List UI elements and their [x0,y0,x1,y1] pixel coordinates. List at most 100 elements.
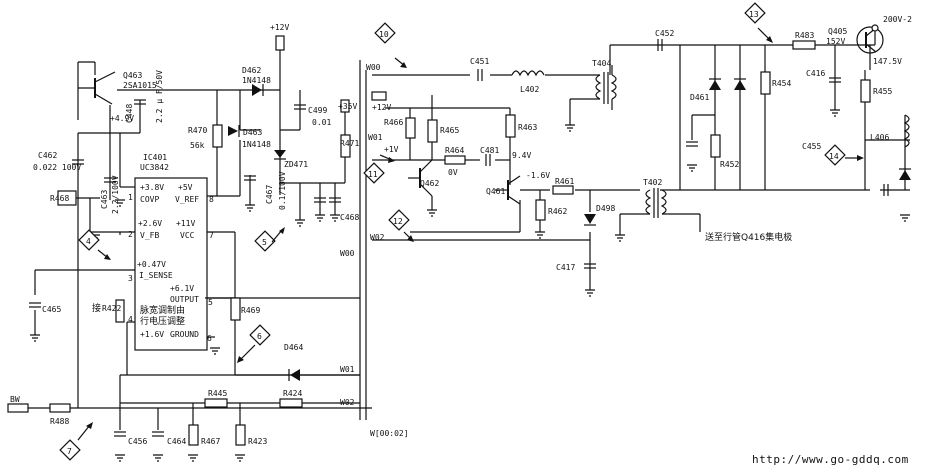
svg-text:送至行管Q416集电极: 送至行管Q416集电极 [705,231,792,243]
svg-text:Q461: Q461 [486,187,505,196]
resistor-r465 [427,119,438,143]
resistor-r467 [188,424,199,446]
svg-text:C455: C455 [802,142,821,151]
svg-text:0.1/100V: 0.1/100V [278,171,287,210]
svg-text:C456: C456 [128,437,147,446]
resistor-r488 [49,403,71,413]
resistor-r470 [212,124,223,148]
svg-text:R463: R463 [518,123,537,132]
svg-text:R467: R467 [201,437,220,446]
svg-text:行电压调整: 行电压调整 [140,315,185,327]
resistors [49,40,871,446]
diodes [228,78,911,381]
svg-text:C467: C467 [265,185,274,204]
svg-text:4: 4 [86,237,91,246]
svg-text:R483: R483 [795,31,814,40]
svg-text:VCC: VCC [180,231,195,240]
svg-text:C468: C468 [340,213,359,222]
svg-text:C464: C464 [167,437,186,446]
component-labels: +12V Q463 2SA1015 +4.9V C462 0.022 100V … [10,15,912,446]
diode-l406 [899,170,911,180]
svg-text:R466: R466 [384,118,403,127]
svg-text:+1.6V: +1.6V [140,330,164,339]
svg-text:200V-2: 200V-2 [883,15,912,24]
svg-text:IC401: IC401 [143,153,167,162]
diode-d463 [228,126,238,136]
inductor-l402 [511,70,545,77]
svg-text:4: 4 [128,315,133,324]
svg-text:152V: 152V [826,37,845,46]
zener-zd471 [274,150,286,158]
svg-text:1N4148: 1N4148 [242,76,271,85]
svg-text:R454: R454 [772,79,791,88]
transformer-t402 [619,188,701,235]
diode-d464 [290,369,300,381]
svg-text:R488: R488 [50,417,69,426]
resistor-r471 [340,134,351,158]
resistor-r422 [115,299,125,323]
diode-d462 [252,84,262,96]
svg-text:Q462: Q462 [420,179,439,188]
svg-text:2: 2 [128,230,133,239]
svg-text:C448: C448 [125,104,134,123]
svg-text:OUTPUT: OUTPUT [170,295,199,304]
resistor-r466 [405,117,416,139]
resistor-r463 [505,114,516,138]
marker-10: 14 [824,144,846,166]
driver-wiring [372,74,640,290]
svg-text:+0.47V: +0.47V [137,260,166,269]
svg-text:C465: C465 [42,305,61,314]
svg-text:10: 10 [379,30,389,39]
diamond-markers: 4 5 6 7 10 11 12 13 14 [59,2,846,461]
svg-text:7: 7 [209,231,214,240]
marker-12: 11 [363,162,385,184]
svg-text:+1V: +1V [384,145,399,154]
svg-text:GROUND: GROUND [170,330,199,339]
marker-11: 13 [744,2,766,24]
svg-text:R465: R465 [440,126,459,135]
svg-text:D462: D462 [242,66,261,75]
svg-text:14: 14 [829,152,839,161]
svg-text:D464: D464 [284,343,303,352]
resistor-r424 [279,398,303,408]
marker-14: 10 [374,22,396,44]
resistor-r454 [760,71,771,95]
svg-text:BW: BW [10,395,20,404]
svg-text:1N4148: 1N4148 [242,140,271,149]
svg-text:R461: R461 [555,177,574,186]
svg-text:W[00:02]: W[00:02] [370,429,409,438]
svg-text:C452: C452 [655,29,674,38]
resistor-r464 [444,155,466,165]
terminals [7,24,879,413]
capacitors [29,39,889,437]
svg-text:5: 5 [262,238,267,247]
svg-text:D461: D461 [690,93,709,102]
svg-text:Q463: Q463 [123,71,142,80]
diode-d498 [584,214,596,224]
marker-5: 6 [249,324,271,346]
svg-text:0.01: 0.01 [312,118,331,127]
svg-text:56k: 56k [190,141,205,150]
resistor-r445 [204,398,228,408]
svg-text:C417: C417 [556,263,575,272]
terminal-35v [340,99,350,113]
svg-text:COVP: COVP [140,195,159,204]
svg-text:R469: R469 [241,306,260,315]
svg-text:0.022 100V: 0.022 100V [33,163,81,172]
svg-text:6: 6 [207,334,212,343]
resistor-r483 [792,40,816,50]
svg-text:T404: T404 [592,59,611,68]
svg-text:R470: R470 [188,126,207,135]
svg-text:5: 5 [208,298,213,307]
svg-text:0V: 0V [448,168,458,177]
svg-text:9.4V: 9.4V [512,151,531,160]
svg-text:L402: L402 [520,85,539,94]
resistor-r462 [535,199,546,221]
resistor-r469 [230,297,241,321]
svg-text:R422: R422 [102,304,121,313]
svg-text:R445: R445 [208,389,227,398]
svg-text:C462: C462 [38,151,57,160]
transistor-q461 [495,175,521,205]
svg-text:2SA1015: 2SA1015 [123,81,157,90]
arrows [77,27,864,441]
